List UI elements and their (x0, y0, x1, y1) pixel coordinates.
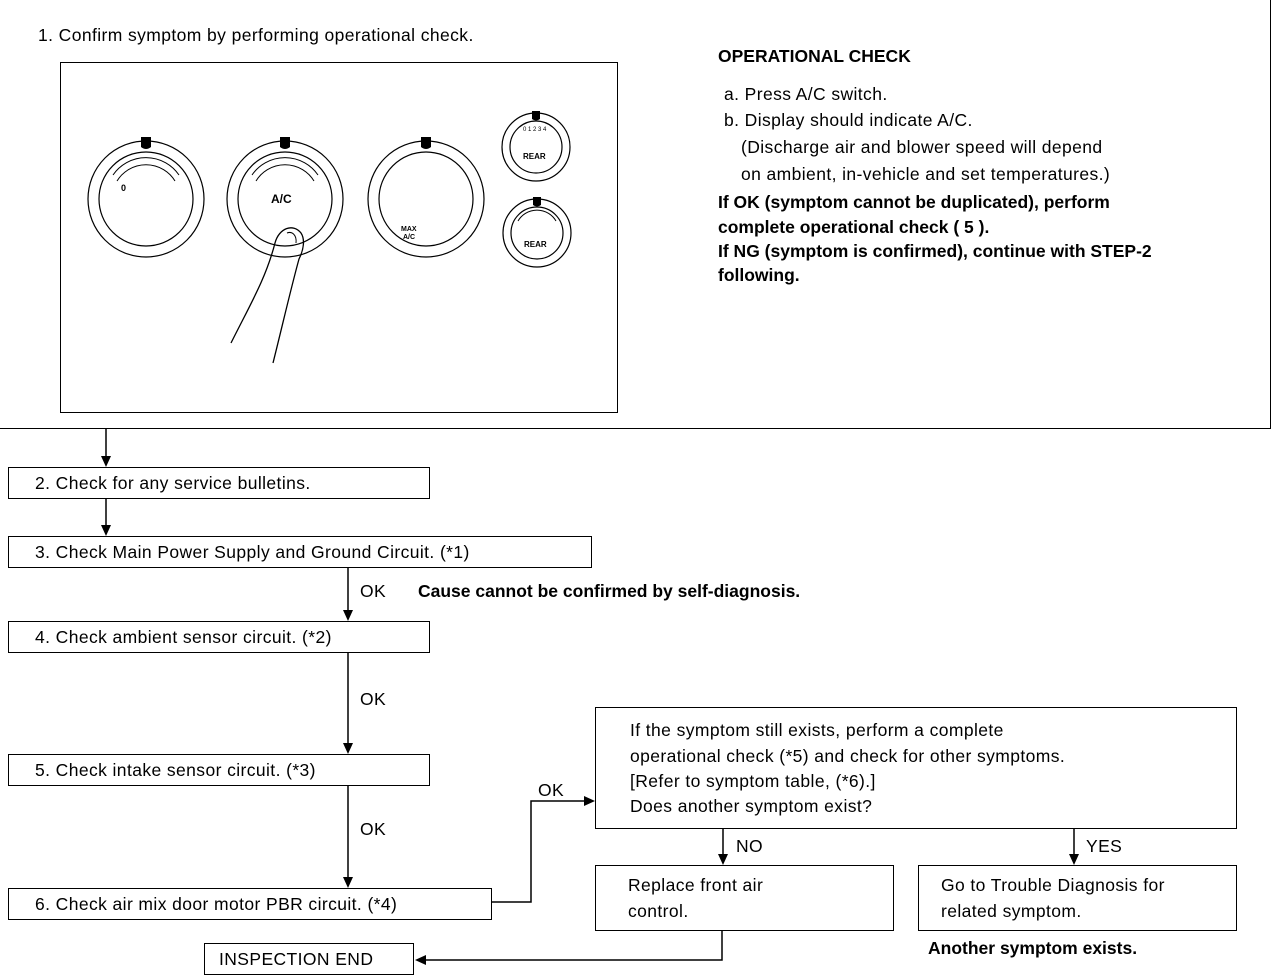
step3-box: 3. Check Main Power Supply and Ground Ci… (8, 536, 592, 568)
inspection-end-label: INSPECTION END (219, 949, 374, 969)
dial-left-zero-label: 0 (121, 183, 126, 193)
rear-upper-label: REAR (523, 152, 546, 161)
opcheck-heading: OPERATIONAL CHECK (718, 46, 911, 66)
question-line-3: [Refer to symptom table, (*6).] (630, 771, 876, 791)
ac-control-panel-drawing: 0 A/C MAX A/C 0 1 2 3 4 REAR REAR (87, 111, 572, 364)
ok-label-6-question: OK (538, 780, 565, 800)
dial-ac-label: A/C (271, 192, 292, 206)
replace-line-1: Replace front air (628, 875, 764, 895)
question-line-2: operational check (*5) and check for oth… (630, 746, 1066, 766)
rear-lower-label: REAR (524, 240, 547, 249)
replace-line-2: control. (628, 901, 689, 921)
replace-box: Replace front air control. (595, 865, 894, 931)
opcheck-ng-2: following. (718, 265, 800, 285)
goto-box: Go to Trouble Diagnosis for related symp… (918, 865, 1237, 931)
opcheck-ok-2: complete operational check ( 5 ). (718, 217, 990, 237)
goto-line-1: Go to Trouble Diagnosis for (941, 875, 1165, 895)
step1-label: 1. Confirm symptom by performing operati… (38, 25, 474, 45)
cause-note: Cause cannot be confirmed by self-diagno… (418, 581, 801, 601)
opcheck-item-a: a. Press A/C switch. (724, 84, 888, 104)
control-panel-illustration: 0 A/C MAX A/C 0 1 2 3 4 REAR REAR (60, 62, 618, 413)
opcheck-note-2: on ambient, in-vehicle and set temperatu… (741, 164, 1111, 184)
step6-label: 6. Check air mix door motor PBR circuit.… (35, 894, 398, 914)
another-symptom-note: Another symptom exists. (928, 938, 1138, 958)
inspection-end-box: INSPECTION END (204, 943, 414, 975)
step5-box: 5. Check intake sensor circuit. (*3) (8, 754, 430, 786)
opcheck-item-b: b. Display should indicate A/C. (724, 110, 973, 130)
step4-label: 4. Check ambient sensor circuit. (*2) (35, 627, 332, 647)
step2-box: 2. Check for any service bulletins. (8, 467, 430, 499)
no-label: NO (736, 836, 764, 856)
ok-label-4-5: OK (360, 689, 387, 709)
opcheck-ok-1: If OK (symptom cannot be duplicated), pe… (718, 192, 1110, 212)
goto-line-2: related symptom. (941, 901, 1082, 921)
arrow-replace-end (424, 931, 723, 961)
yes-label: YES (1086, 836, 1123, 856)
dial-mode-ac-label: A/C (403, 234, 415, 241)
step4-box: 4. Check ambient sensor circuit. (*2) (8, 621, 430, 653)
ok-label-3-4: OK (360, 581, 387, 601)
arrow-6-question (492, 800, 585, 903)
ok-label-5-6: OK (360, 819, 387, 839)
step3-label: 3. Check Main Power Supply and Ground Ci… (35, 542, 470, 562)
question-line-1: If the symptom still exists, perform a c… (630, 720, 1004, 740)
step5-label: 5. Check intake sensor circuit. (*3) (35, 760, 316, 780)
question-line-4: Does another symptom exist? (630, 796, 873, 816)
step2-label: 2. Check for any service bulletins. (35, 473, 311, 493)
opcheck-ng-1: If NG (symptom is confirmed), continue w… (718, 241, 1152, 261)
dial-mode-max-label: MAX (401, 226, 417, 233)
rear-upper-scale-label: 0 1 2 3 4 (523, 127, 547, 133)
question-box: If the symptom still exists, perform a c… (595, 707, 1237, 829)
opcheck-note-1: (Discharge air and blower speed will dep… (741, 137, 1103, 157)
step6-box: 6. Check air mix door motor PBR circuit.… (8, 888, 492, 920)
